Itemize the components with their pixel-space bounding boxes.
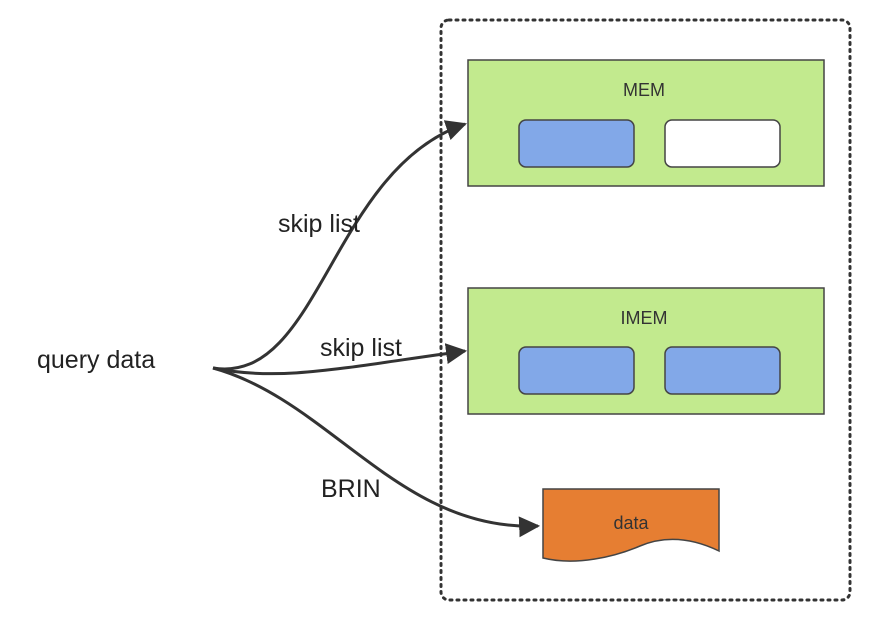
data-label: data bbox=[613, 513, 649, 533]
imem-slot-filled-1 bbox=[518, 346, 635, 395]
edge-label-brin: BRIN bbox=[321, 475, 381, 503]
query-data-label: query data bbox=[37, 346, 155, 374]
storage-container bbox=[439, 18, 852, 602]
edge-to-mem bbox=[212, 120, 467, 371]
mem-slot-filled bbox=[518, 119, 635, 168]
edge-to-data bbox=[212, 366, 541, 538]
edge-label-skip-list-imem: skip list bbox=[320, 334, 402, 362]
imem-slot-filled-2 bbox=[664, 346, 781, 395]
data-document: data bbox=[542, 488, 720, 562]
edge-label-skip-list-mem: skip list bbox=[278, 210, 360, 238]
edge-to-imem bbox=[212, 343, 468, 376]
mem-label: MEM bbox=[623, 80, 665, 100]
imem-box: IMEM bbox=[467, 287, 825, 415]
mem-slot-empty bbox=[664, 119, 781, 168]
mem-box: MEM bbox=[467, 59, 825, 187]
imem-label: IMEM bbox=[621, 308, 668, 328]
